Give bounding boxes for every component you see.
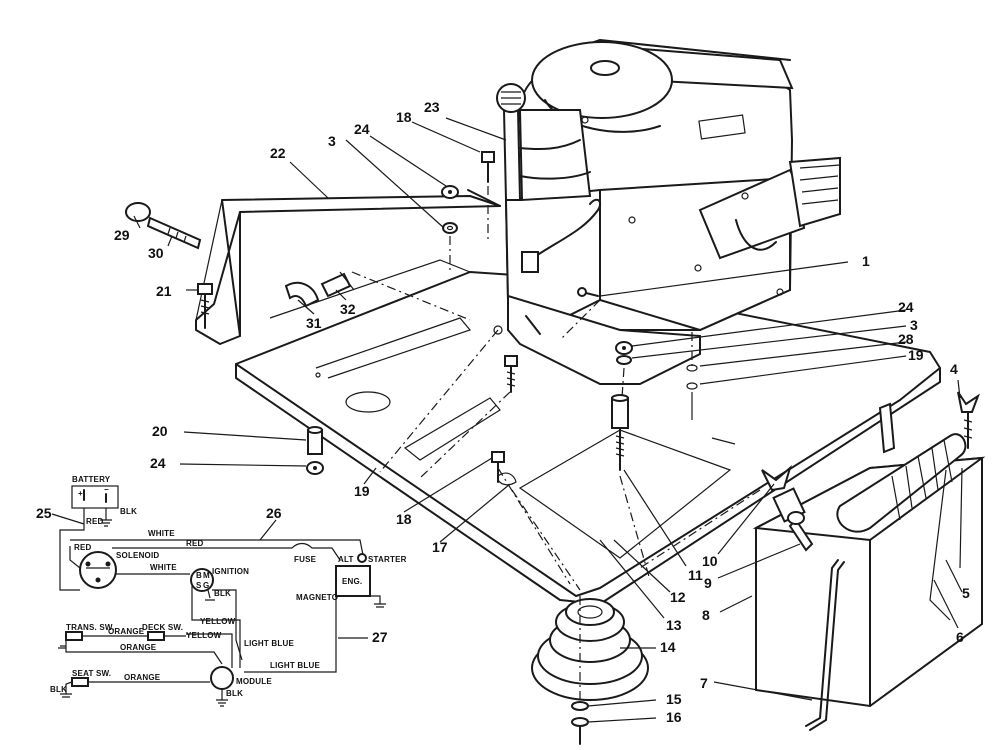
- wire-label-ignition: IGNITION: [212, 567, 249, 576]
- fitting-29-30: [125, 202, 202, 250]
- callout-10: 10: [702, 553, 718, 569]
- callout-3: 3: [328, 133, 336, 149]
- callout-16: 16: [666, 709, 682, 725]
- callout-19: 19: [354, 483, 370, 499]
- ignition-g: G: [203, 581, 209, 590]
- wire-label-light-blue-2: LIGHT BLUE: [270, 661, 320, 670]
- callout-6: 6: [956, 629, 964, 645]
- callout-24: 24: [354, 121, 370, 137]
- wire-label-white-ign: WHITE: [150, 563, 177, 572]
- callout-30: 30: [148, 245, 164, 261]
- wire-label-module: MODULE: [236, 677, 272, 686]
- alignment-lines: [351, 186, 761, 700]
- wire-label-solenoid: SOLENOID: [116, 551, 159, 560]
- callout-11: 11: [688, 567, 703, 583]
- bolt-21: [197, 283, 213, 329]
- callout-28: 28: [898, 331, 914, 347]
- callout-32: 32: [340, 301, 356, 317]
- callout-18: 18: [396, 511, 412, 527]
- callout-24: 24: [150, 455, 166, 471]
- nut-washer-stack-right: [615, 341, 633, 365]
- wire-label-orange-1: ORANGE: [108, 627, 145, 636]
- washer-19-right: [686, 364, 698, 420]
- pulley: [531, 598, 649, 745]
- wire-label-blk-seat: BLK: [50, 685, 67, 694]
- spacer-bolt-right: [611, 394, 629, 471]
- callout-20: 20: [152, 423, 168, 439]
- ignition-b: B: [196, 571, 202, 580]
- battery-plus: +: [78, 489, 83, 498]
- bolt-18-top: [481, 151, 495, 183]
- callout-7: 7: [700, 675, 708, 691]
- wire-label-blk-module: BLK: [226, 689, 243, 698]
- callout-31: 31: [306, 315, 322, 331]
- bolt-center: [504, 355, 518, 393]
- wiring-schematic: BATTERY + − BLK RED RED SOLENOID WHITE R…: [50, 475, 407, 707]
- callout-5: 5: [962, 585, 970, 601]
- wire-label-light-blue-1: LIGHT BLUE: [244, 639, 294, 648]
- callout-13: 13: [666, 617, 682, 633]
- nut-24-left: [306, 461, 324, 475]
- battery: [752, 391, 986, 731]
- wire-label-white-top: WHITE: [148, 529, 175, 538]
- wire-label-fuse: FUSE: [294, 555, 317, 564]
- wire-label-yellow-2: YELLOW: [186, 631, 222, 640]
- callout-23: 23: [424, 99, 440, 115]
- wire-label-blk-ignition: BLK: [214, 589, 231, 598]
- callout-25: 25: [36, 505, 52, 521]
- wire-label-yellow-1: YELLOW: [200, 617, 236, 626]
- mounting-plate: [235, 259, 941, 605]
- wire-label-orange-3: ORANGE: [124, 673, 161, 682]
- callout-24: 24: [898, 299, 914, 315]
- ignition-s: S: [196, 581, 202, 590]
- callout-14: 14: [660, 639, 676, 655]
- wire-label-red-top: RED: [186, 539, 204, 548]
- dipstick-tube: [496, 83, 526, 201]
- wire-label-red-solenoid: RED: [74, 543, 92, 552]
- callout-17: 17: [432, 539, 448, 555]
- wire-label-alt: ALT: [338, 555, 354, 564]
- wire-label-deck-sw: DECK SW.: [142, 623, 183, 632]
- callout-27: 27: [372, 629, 388, 645]
- wire-label-blk-battery: BLK: [120, 507, 137, 516]
- callout-4: 4: [950, 361, 958, 377]
- leader-lines: [133, 117, 963, 723]
- callout-9: 9: [704, 575, 712, 591]
- callout-19: 19: [908, 347, 924, 363]
- callout-12: 12: [670, 589, 686, 605]
- fitting-31-32: [284, 271, 355, 308]
- spacer-20: [307, 426, 323, 455]
- wire-label-starter: STARTER: [368, 555, 407, 564]
- callout-numbers: 1 24 3 28 19 4 5 6 7 8 9 10 11 12 13 14 …: [36, 99, 970, 725]
- wire-label-trans-sw: TRANS. SW.: [66, 623, 115, 632]
- nut-24-top: [441, 185, 459, 199]
- callout-1: 1: [862, 253, 870, 269]
- wire-label-red-battery: RED: [86, 517, 104, 526]
- wire-label-eng: ENG.: [342, 577, 362, 586]
- callout-3: 3: [910, 317, 918, 333]
- callout-22: 22: [270, 145, 286, 161]
- wire-label-magneto: MAGNETO: [296, 593, 338, 602]
- washer-3-top: [442, 222, 458, 234]
- ignition-m: M: [203, 571, 210, 580]
- wire-label-seat-sw: SEAT SW.: [72, 669, 111, 678]
- wire-label-orange-2: ORANGE: [120, 643, 157, 652]
- engine: [493, 39, 841, 385]
- callout-15: 15: [666, 691, 682, 707]
- battery-minus: −: [104, 485, 109, 494]
- callout-29: 29: [114, 227, 130, 243]
- screw-1: [577, 287, 599, 297]
- wire-label-battery: BATTERY: [72, 475, 111, 484]
- callout-8: 8: [702, 607, 710, 623]
- callout-18: 18: [396, 109, 412, 125]
- bolt-18-mid: [491, 451, 517, 486]
- callout-26: 26: [266, 505, 282, 521]
- callout-21: 21: [156, 283, 172, 299]
